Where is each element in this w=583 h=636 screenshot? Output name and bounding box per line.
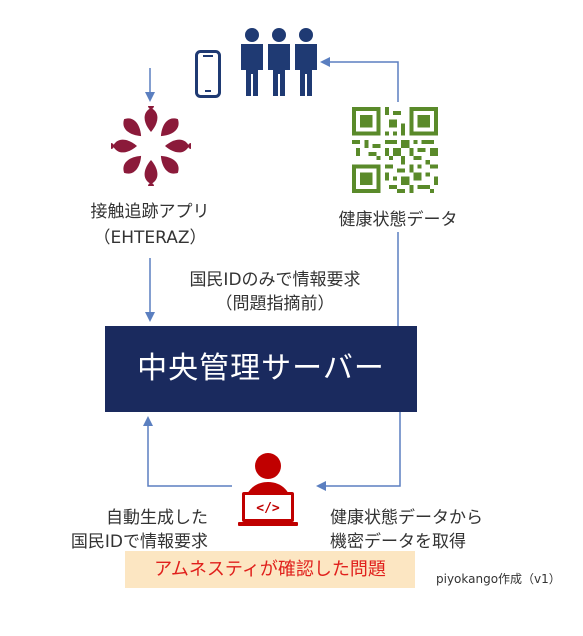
attacker-coder-icon: </> — [238, 453, 298, 526]
author-credit: piyokango作成（v1） — [436, 572, 561, 586]
svg-text:</>: </> — [256, 501, 280, 516]
arrow-server-to-attacker — [316, 412, 401, 491]
arrow-attacker-to-server — [143, 416, 232, 487]
auto-id-request-label: 国民IDで情報要求 — [70, 532, 208, 552]
phone-icon — [195, 50, 221, 98]
request-note-label: （問題指摘前） — [215, 294, 335, 314]
qr-code-icon — [352, 107, 438, 193]
ehteraz-logo-icon — [111, 106, 191, 186]
extract-sensitive-label: 機密データを取得 — [330, 532, 466, 552]
central-server-box: 中央管理サーバー — [105, 326, 417, 412]
amnesty-issue-banner: アムネスティが確認した問題 — [125, 551, 415, 588]
people-group-icon — [241, 28, 317, 96]
app-sub-label: （EHTERAZ） — [93, 228, 207, 248]
app-name-label: 接触追跡アプリ — [90, 202, 210, 222]
arrow-qr-to-people — [320, 57, 399, 102]
health-data-label: 健康状態データ — [338, 210, 458, 230]
request-label: 国民IDのみで情報要求 — [189, 270, 361, 290]
auto-id-label: 自動生成した — [106, 508, 208, 528]
extract-label: 健康状態データから — [330, 508, 483, 528]
